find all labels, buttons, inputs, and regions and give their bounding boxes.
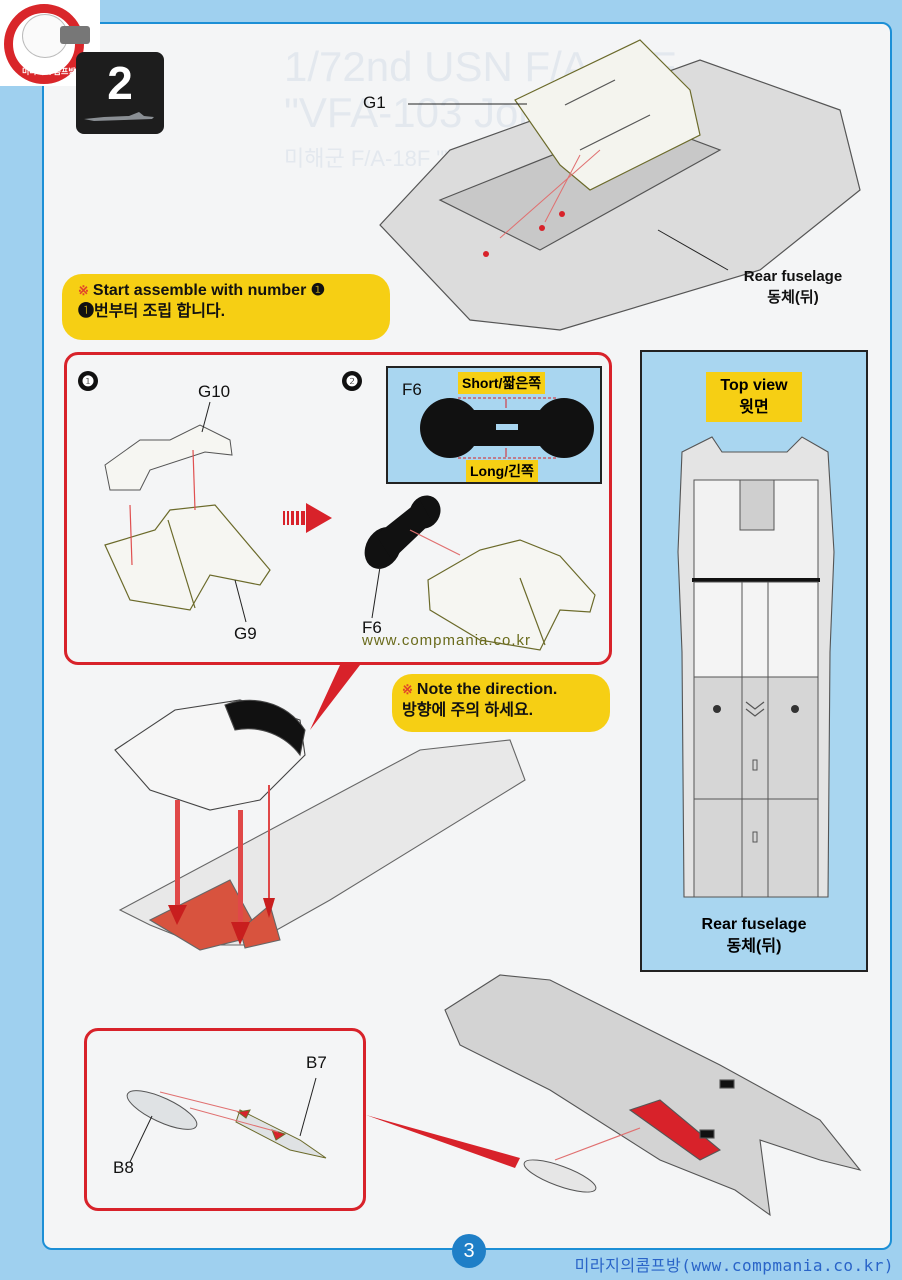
part-g9-drawing [104, 504, 271, 611]
start-callout-ko: ❶번부터 조립 합니다. [78, 303, 226, 320]
camera-icon [60, 26, 90, 44]
leader-line-b7 [299, 1077, 317, 1137]
part-label-b8: B8 [113, 1158, 134, 1177]
substep-1-marker: ❶ [78, 371, 98, 391]
top-view-caption: Rear fuselage 동체(뒤) [642, 914, 866, 958]
top-view-fuselage-drawing [677, 436, 835, 898]
detail-pointer [366, 1115, 520, 1168]
guide-arrow [554, 1127, 641, 1161]
substep-box [64, 352, 612, 665]
rear-fuselage-ko: 동체(뒤) [767, 289, 819, 306]
f6-part-diagram [420, 397, 594, 459]
note-callout: ※Note the direction. 방향에 주의 하세요. [392, 674, 610, 732]
page-number: 3 [452, 1234, 486, 1268]
main-assembly-drawing [118, 739, 526, 951]
intake-assembly-drawing [114, 699, 306, 811]
part-label-b7: B7 [306, 1053, 327, 1072]
long-side-label: Long/긴쪽 [466, 460, 538, 482]
leader-line-g9 [234, 579, 247, 623]
rear-fuselage-top-drawing [379, 39, 861, 331]
step-number-badge: 2 [76, 52, 164, 134]
reference-mark-icon: ※ [78, 283, 89, 298]
part-label-f6: F6 [362, 618, 382, 637]
step-number: 2 [107, 57, 133, 109]
logo-label: 미라지의 콤프방 [22, 67, 76, 76]
callout-pointer [310, 665, 360, 730]
top-view-caption-ko: 동체(뒤) [726, 938, 782, 955]
rear-fuselage-en: Rear fuselage [743, 268, 843, 285]
leader-line-rear-fuselage [657, 229, 729, 271]
short-side-label: Short/짧은쪽 [458, 372, 546, 394]
part-label-g10: G10 [198, 382, 231, 401]
part-f6-drawing [364, 495, 441, 569]
f6-detail-part-label: F6 [402, 380, 422, 399]
top-view-panel: Top view 윗면 Rear fuselage 동체(뒤) [640, 350, 868, 972]
part-b7-drawing [235, 1109, 327, 1159]
footer-site-credit: 미라지의콤프방(www.compmania.co.kr) [574, 1256, 894, 1275]
f6-orientation-detail: F6 Short/짧은쪽 Long/긴쪽 [386, 366, 602, 484]
part-label-g1: G1 [363, 93, 386, 112]
guide-arrow [189, 1107, 279, 1133]
top-view-title: Top view 윗면 [706, 372, 802, 422]
detail-box-b7-b8 [84, 1028, 366, 1211]
note-callout-ko: 방향에 주의 하세요. [402, 702, 534, 719]
part-label-g9: G9 [234, 624, 257, 643]
assembled-g9-g10-drawing [427, 539, 596, 651]
guide-arrow [544, 154, 581, 223]
part-g10-drawing [104, 424, 233, 491]
jet-silhouette-icon [84, 112, 154, 121]
part-b8-drawing [126, 1090, 198, 1130]
top-view-caption-en: Rear fuselage [701, 916, 807, 933]
reference-mark-icon: ※ [402, 682, 413, 697]
guide-arrow [409, 529, 461, 556]
guide-arrow [499, 149, 601, 239]
top-view-title-ko: 윗면 [739, 399, 769, 416]
start-callout: ※Start assemble with number ❶ ❶번부터 조립 합니… [62, 274, 390, 340]
start-callout-en: Start assemble with number ❶ [92, 282, 326, 299]
guide-arrow [192, 449, 196, 511]
down-arrows [168, 785, 275, 945]
fuselage-complete-drawing [444, 974, 862, 1217]
rear-fuselage-label: Rear fuselage 동체(뒤) [728, 266, 858, 308]
leader-line-f6 [371, 566, 381, 619]
top-view-title-en: Top view [720, 377, 788, 394]
part-b8-installed-drawing [523, 1159, 597, 1193]
watermark-url: www.compmania.co.kr [362, 632, 532, 649]
substep-2-marker: ❷ [342, 371, 362, 391]
next-step-arrow-icon [283, 503, 332, 533]
guide-arrow [159, 1091, 241, 1113]
leader-line-g10 [201, 401, 211, 433]
note-callout-en: Note the direction. [416, 681, 558, 698]
leader-line-b8 [129, 1115, 153, 1163]
guide-arrow [129, 504, 133, 566]
